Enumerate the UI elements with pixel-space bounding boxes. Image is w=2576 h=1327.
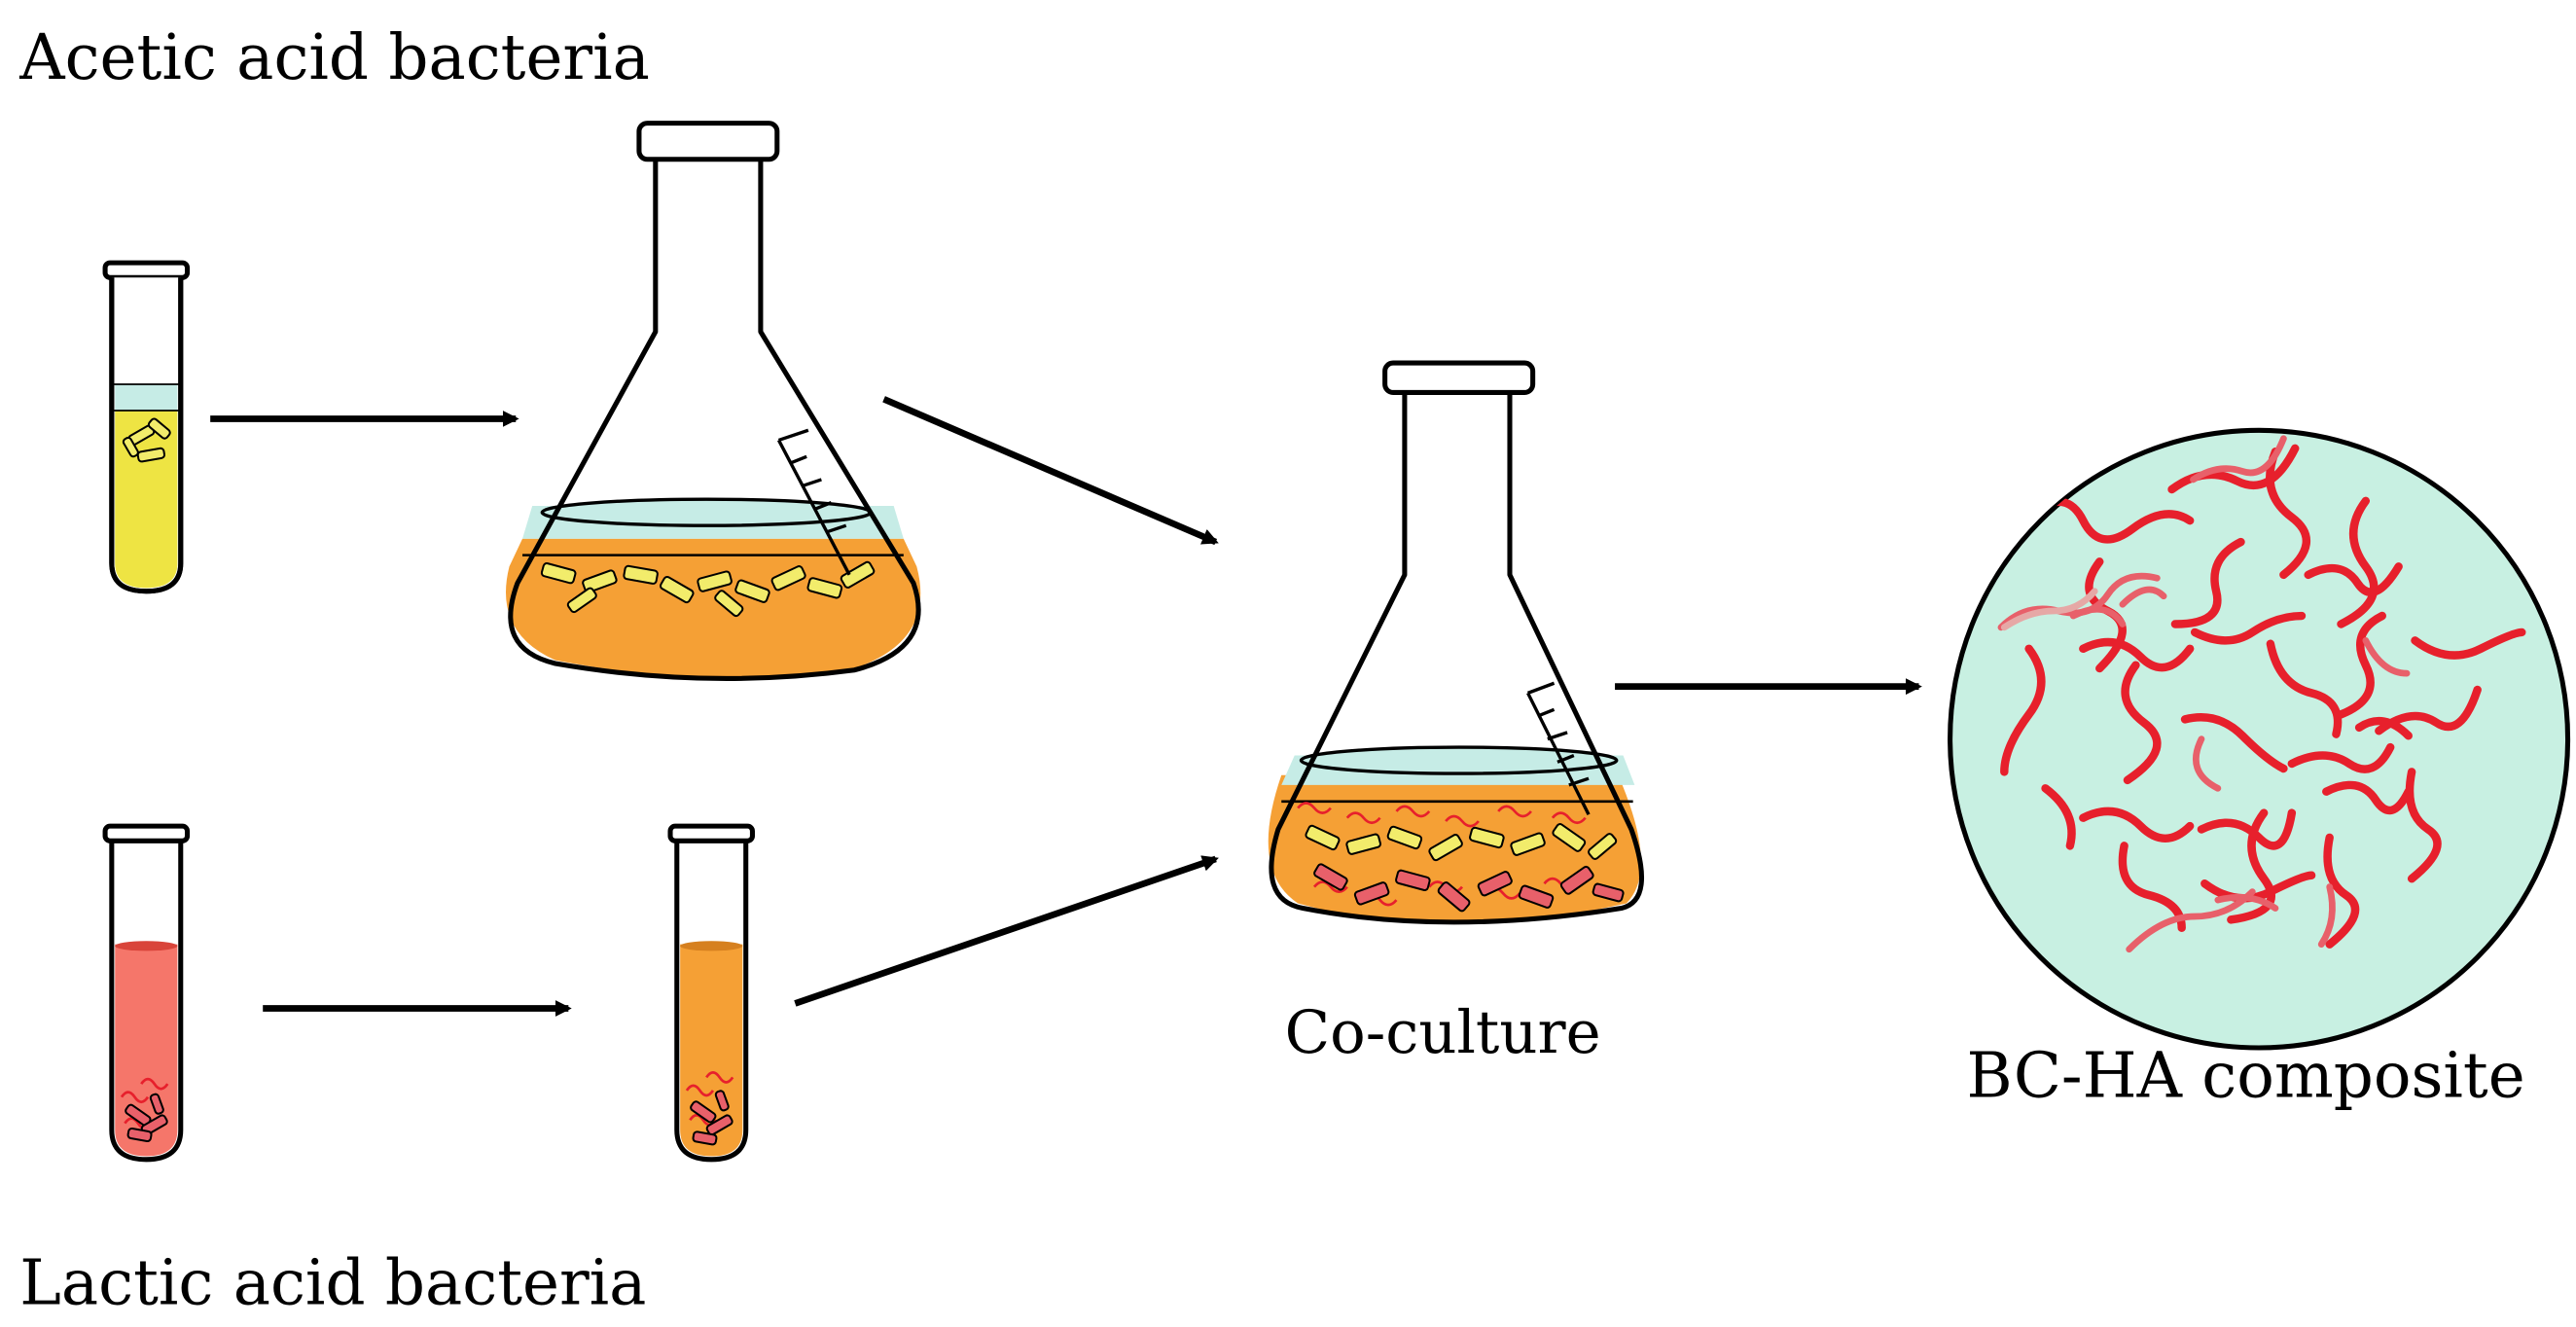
acetic-flask — [506, 121, 921, 681]
acetic-tube — [102, 260, 191, 594]
arrow-flask-to-coculture — [882, 396, 1219, 546]
lactic-acid-bacteria-label: Lactic acid bacteria — [19, 1246, 647, 1319]
orange-tube — [667, 823, 755, 1163]
coculture-label: Co-culture — [1284, 1000, 1601, 1068]
process-arrows — [210, 396, 1922, 1017]
coculture-flask — [1268, 360, 1644, 925]
composite-circle — [1948, 427, 2571, 1051]
bc-ha-composite-label: BC-HA composite — [1966, 1039, 2525, 1112]
lactic-tube — [102, 823, 191, 1163]
acetic-acid-bacteria-label: Acetic acid bacteria — [19, 20, 650, 94]
arrow-tube-to-coculture — [794, 855, 1219, 1007]
